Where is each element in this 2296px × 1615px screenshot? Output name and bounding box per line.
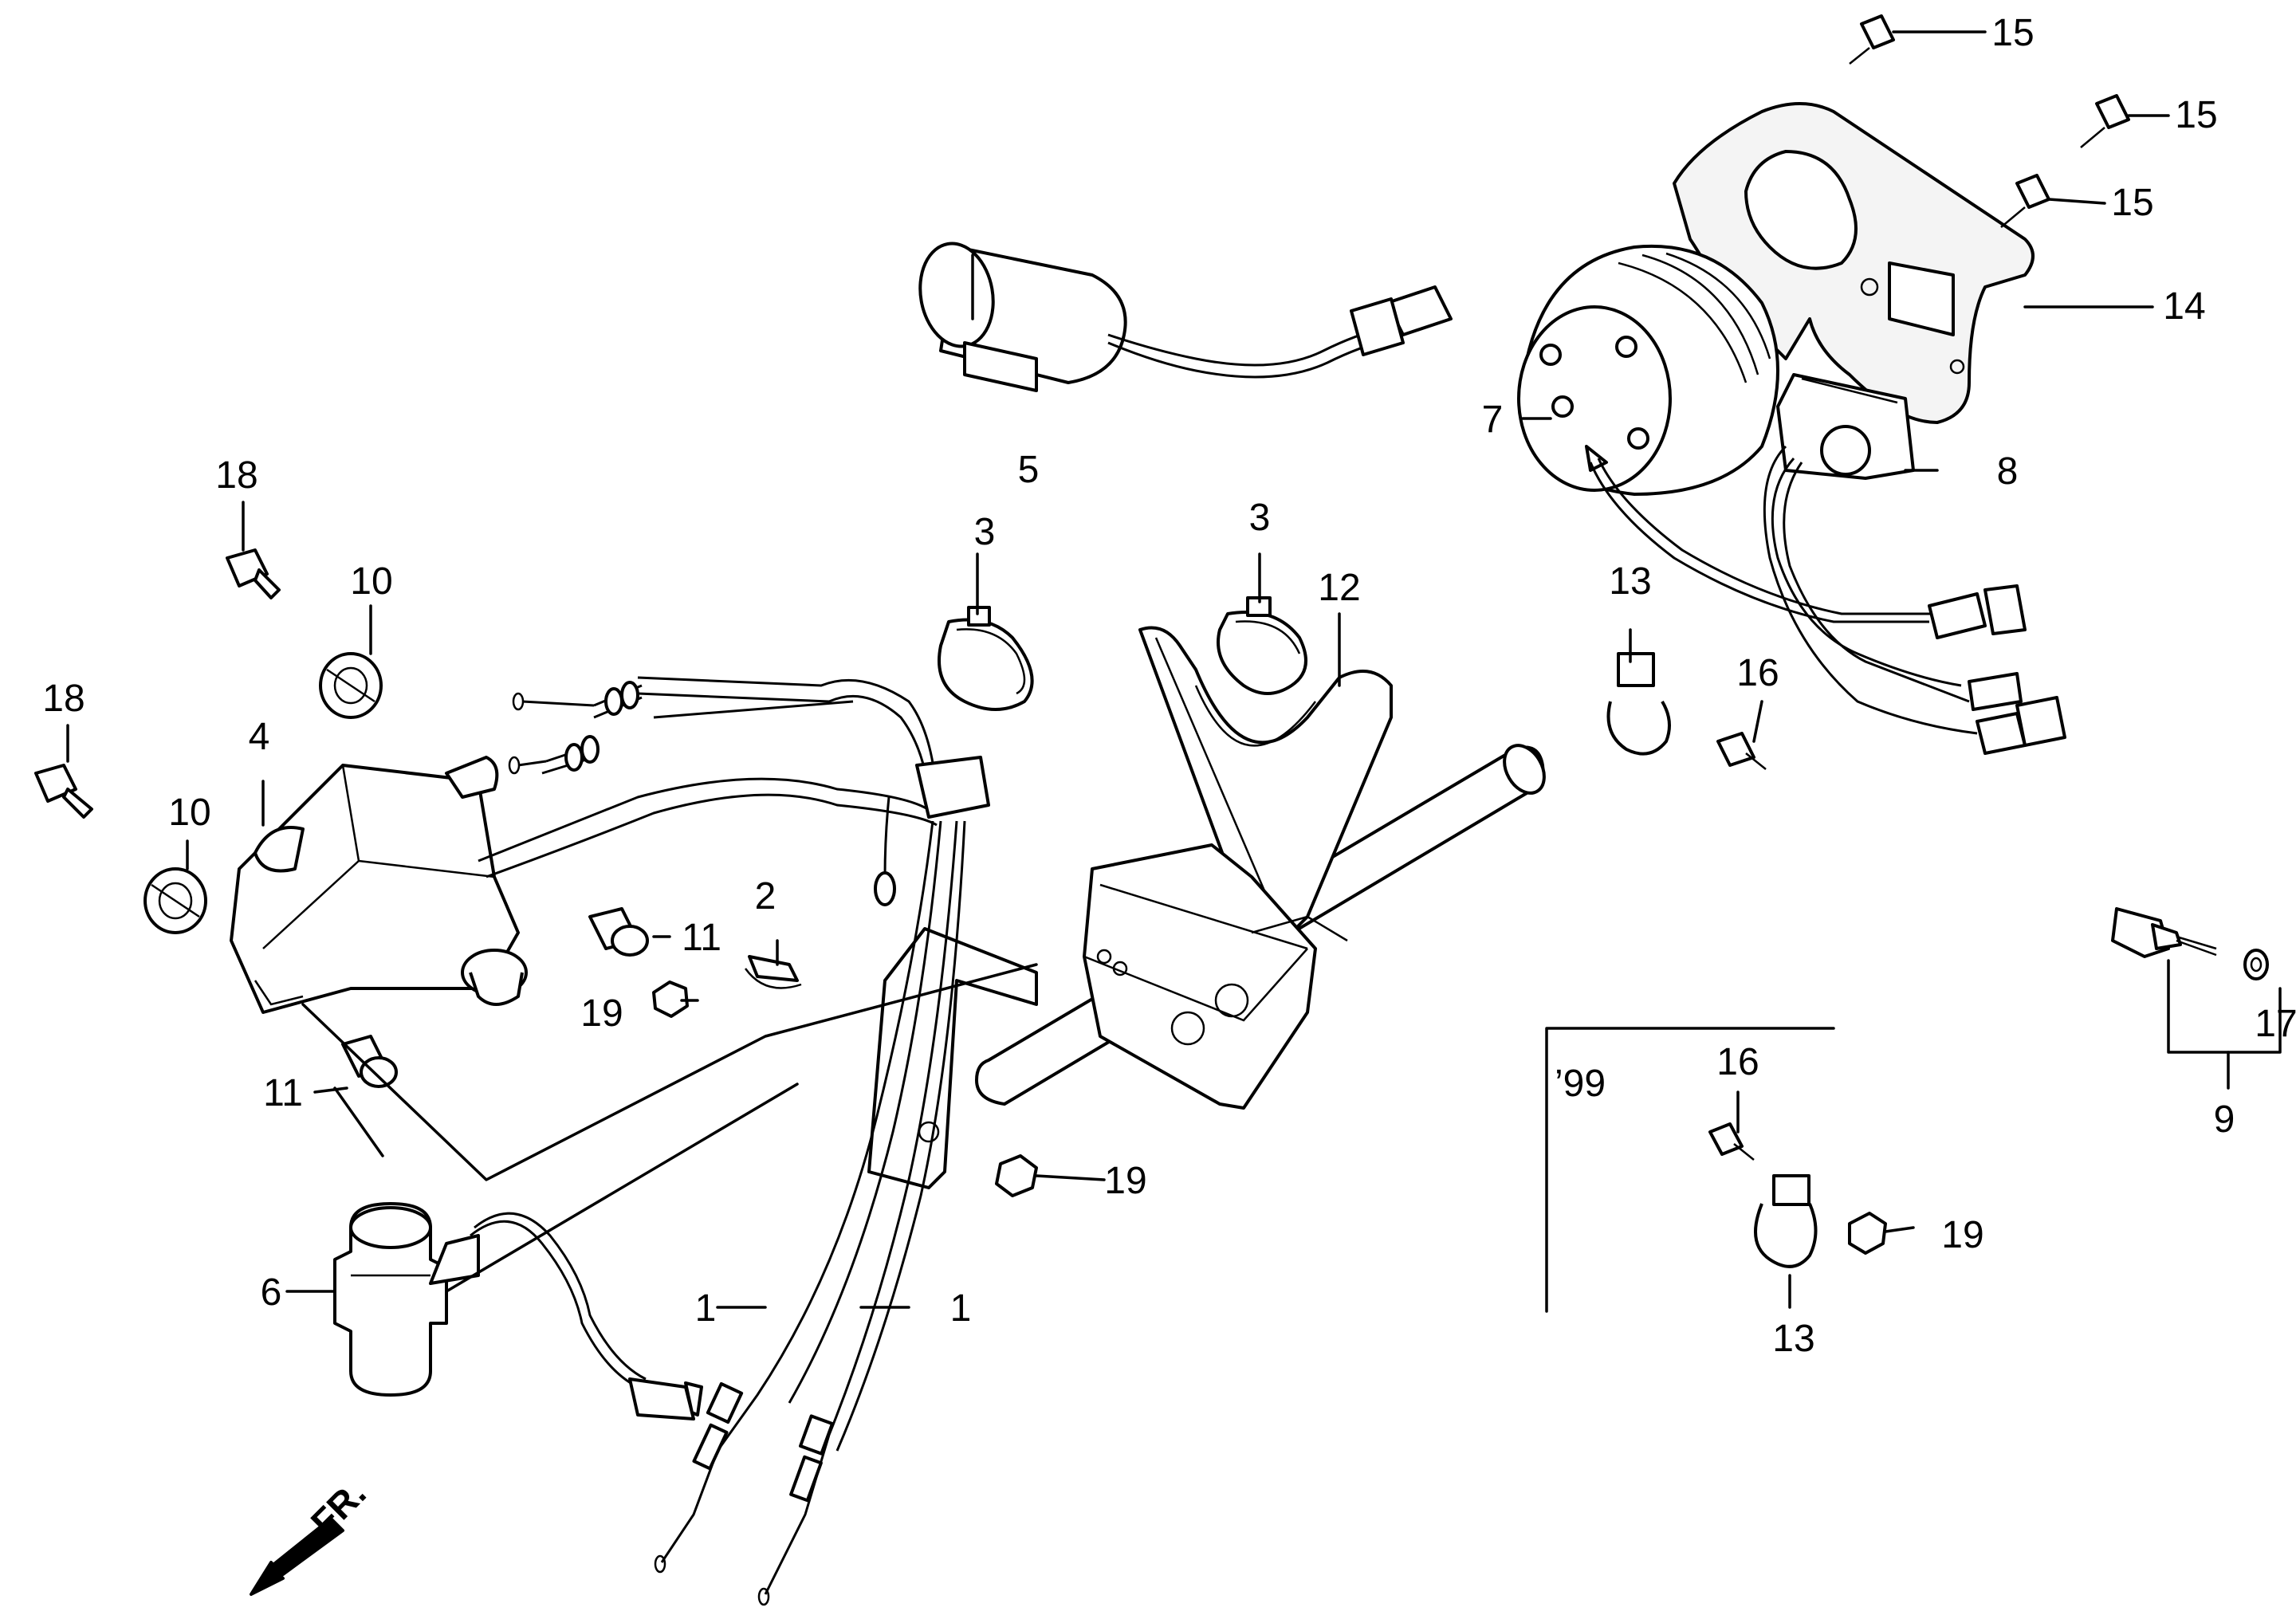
callout-1-left: 1 <box>695 1287 717 1330</box>
callout-2: 2 <box>755 875 776 918</box>
screw-15-c <box>2000 174 2050 228</box>
clamp-13-upper <box>1606 652 1671 756</box>
grommet-10-lower <box>144 867 207 934</box>
meter-bracket-14 <box>1673 102 2035 424</box>
callout-11-lower: 11 <box>263 1072 303 1114</box>
nut-19-b <box>995 1154 1038 1197</box>
callout-12: 12 <box>1318 567 1360 609</box>
callout-19-a: 19 <box>580 992 623 1035</box>
callout-16-upper: 16 <box>1736 652 1779 694</box>
callout-17: 17 <box>2255 1003 2296 1045</box>
callout-10-upper: 10 <box>350 560 392 603</box>
switch-6 <box>333 1202 703 1420</box>
callout-10-lower: 10 <box>168 792 210 834</box>
clamp-13-lower <box>1754 1174 1818 1268</box>
screw-15-a <box>1849 14 1895 65</box>
callout-16-lower: 16 <box>1716 1041 1759 1083</box>
sensor-9 <box>2111 907 2217 958</box>
condenser-5 <box>918 242 1453 392</box>
leader-lines <box>66 30 2282 1309</box>
callout-4: 4 <box>249 716 270 758</box>
callout-3-right: 3 <box>1249 497 1271 539</box>
callout-labels: 1 1 2 3 3 4 5 6 7 8 9 10 10 11 11 12 13 … <box>42 12 2296 1543</box>
callout-7: 7 <box>1482 399 1504 441</box>
nut-19-c <box>1848 1212 1887 1255</box>
mounting-bracket-12 <box>1083 626 1393 1110</box>
callout-13-upper: 13 <box>1609 560 1651 603</box>
front-arrow-icon <box>250 1517 344 1596</box>
bolt-16-upper <box>1716 732 1767 770</box>
callout-11-upper: 11 <box>682 917 721 959</box>
bolt-16-lower <box>1708 1122 1755 1161</box>
callout-9: 9 <box>2214 1098 2235 1141</box>
throttle-cables <box>478 676 990 906</box>
callout-15-c: 15 <box>2111 182 2153 224</box>
collar-11-lower <box>341 1035 398 1088</box>
callout-5: 5 <box>1018 449 1040 491</box>
speedometer-7 <box>1517 244 1937 623</box>
washer-17 <box>2243 949 2269 980</box>
sensor-8 <box>1763 373 2066 755</box>
clip-2 <box>744 955 802 989</box>
clamp-3-right <box>1217 596 1307 695</box>
nut-19-a <box>652 980 689 1018</box>
callout-19-b: 19 <box>1104 1160 1146 1202</box>
callout-18-upper: 18 <box>215 454 258 497</box>
callout-15-a: 15 <box>1991 12 2034 54</box>
variant-label: ’99 <box>1555 1063 1606 1105</box>
callout-14: 14 <box>2163 285 2205 328</box>
callout-18-lower: 18 <box>42 678 85 720</box>
callout-1-right: 1 <box>950 1287 972 1330</box>
callout-19-c: 19 <box>1941 1214 1983 1256</box>
screw-15-b <box>2080 94 2130 148</box>
callout-13-lower: 13 <box>1772 1318 1814 1360</box>
callout-3-left: 3 <box>974 511 996 553</box>
grommet-10-upper <box>319 652 383 719</box>
callout-6: 6 <box>261 1271 282 1314</box>
callout-8: 8 <box>1997 450 2019 493</box>
bolt-18-upper <box>226 548 281 599</box>
bolt-18-lower <box>34 764 93 819</box>
clamp-3-left <box>938 606 1034 711</box>
callout-15-b: 15 <box>2175 94 2217 136</box>
variant-box <box>1545 1027 1835 1313</box>
collar-11-upper <box>588 907 649 957</box>
throttle-sensor-4 <box>230 756 528 1014</box>
cable-1 <box>654 820 966 1606</box>
